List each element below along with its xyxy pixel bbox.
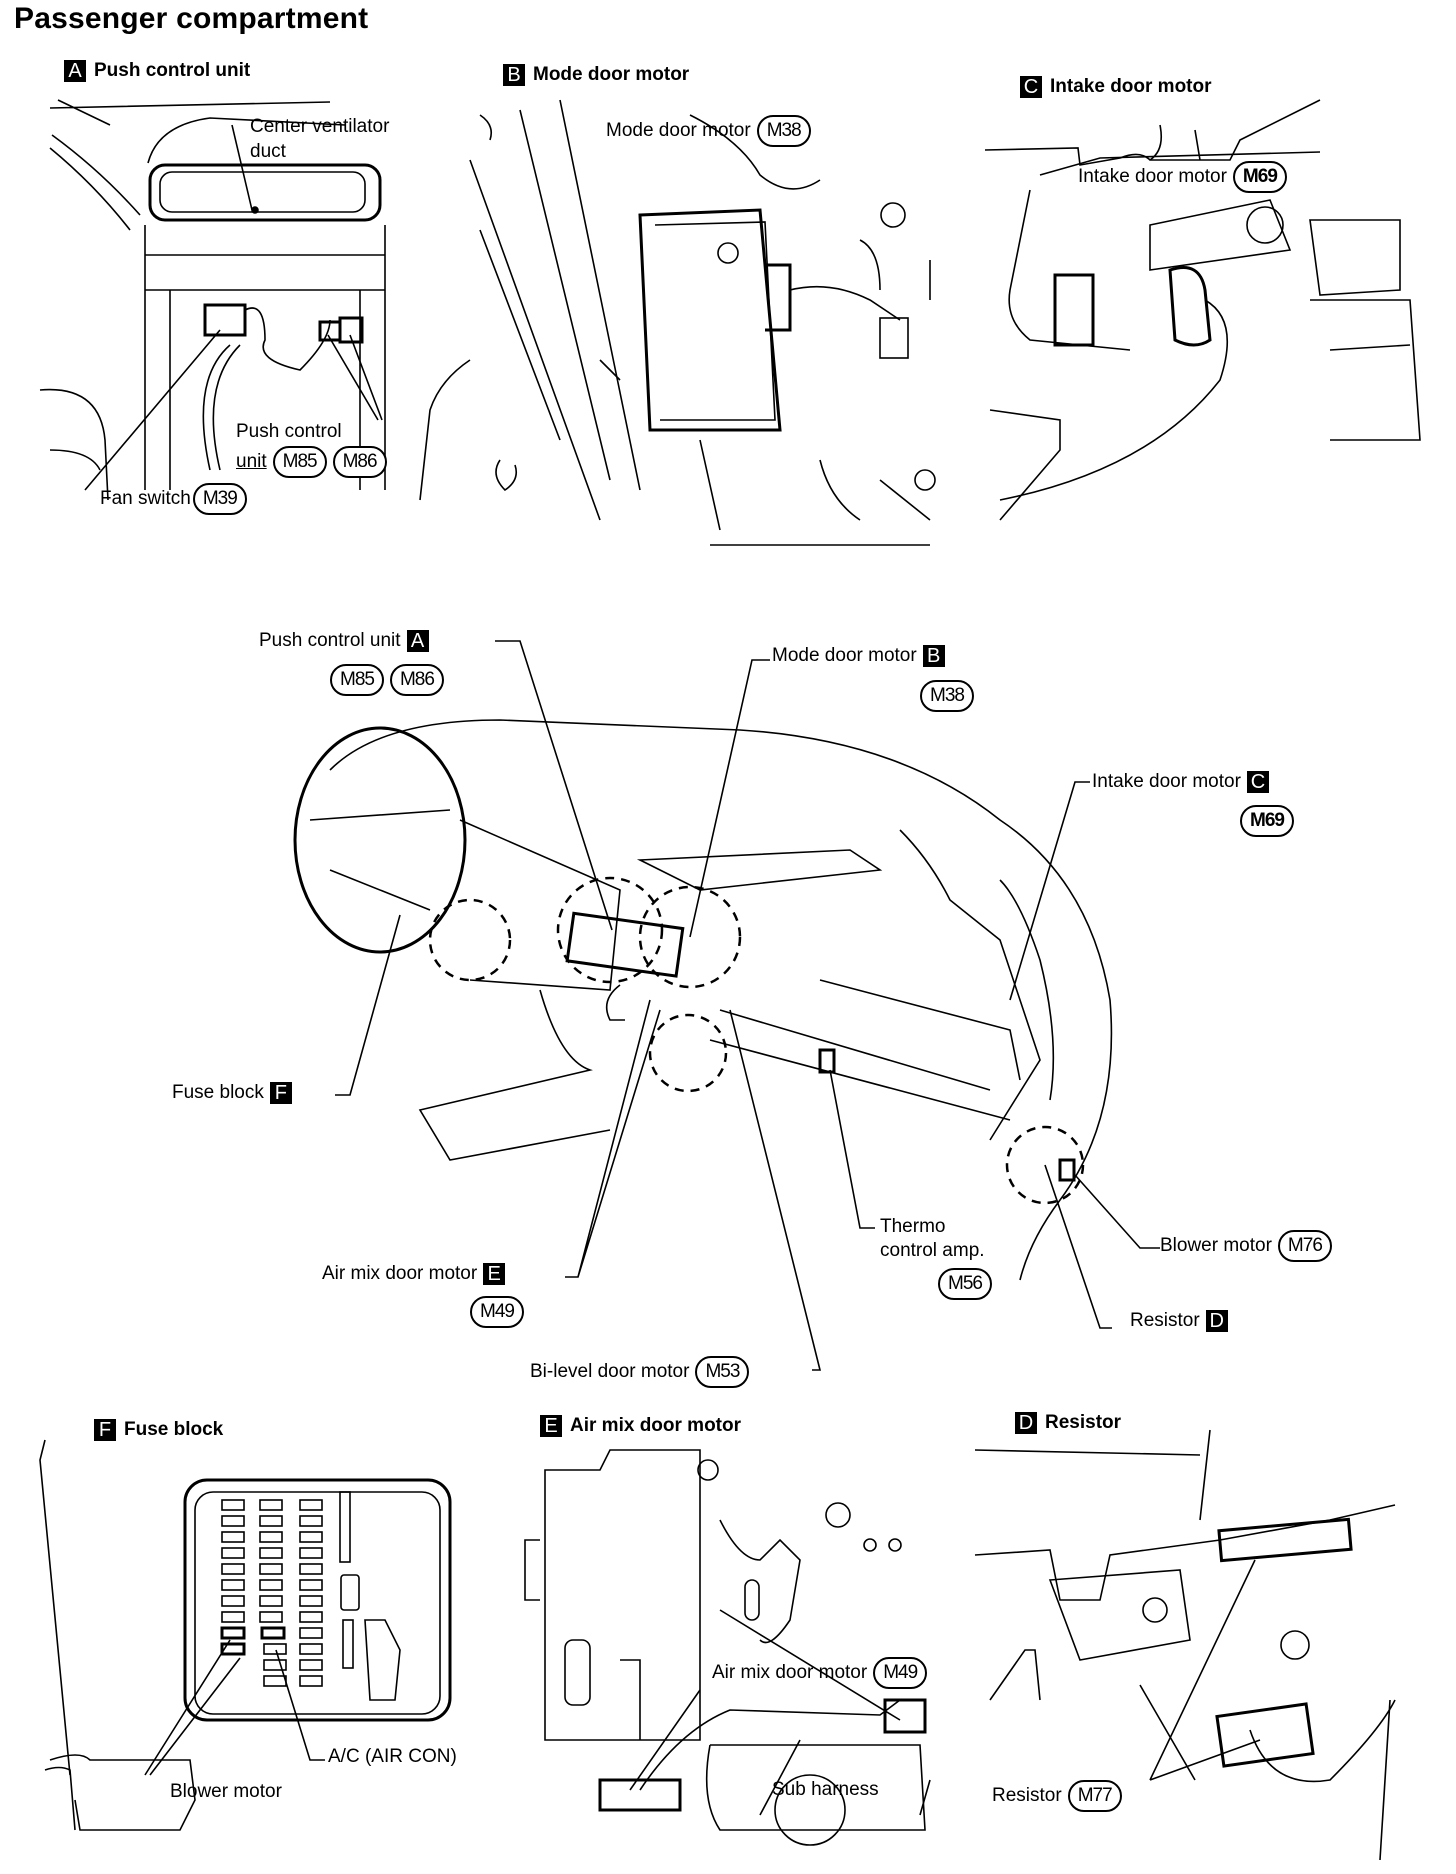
overview-fuse-block-label: Fuse block F xyxy=(172,1082,292,1104)
panel-f-badge: F xyxy=(94,1419,116,1441)
overview-air-mix-badge: E xyxy=(483,1263,506,1285)
air-mix-door-motor-label: Air mix door motor xyxy=(712,1662,868,1683)
panel-e-badge: E xyxy=(540,1415,562,1437)
overview-connector-m49: M49 xyxy=(470,1296,524,1328)
overview-push-control-badge: A xyxy=(406,630,429,652)
overview-resistor-label: Resistor D xyxy=(1130,1310,1228,1332)
connector-m38: M38 xyxy=(756,115,811,147)
center-ventilator-duct-label-line2: duct xyxy=(250,141,286,162)
overview-thermo-label-line1: Thermo xyxy=(880,1216,946,1237)
overview-intake-door-connector-wrap: M69 xyxy=(1240,805,1294,837)
panel-f-header: F Fuse block xyxy=(94,1419,223,1441)
push-control-unit-label-line1: Push control xyxy=(236,421,342,442)
connector-m49: M49 xyxy=(873,1657,928,1689)
connector-m69: M69 xyxy=(1232,161,1287,193)
panel-f-illustration xyxy=(39,1439,452,1831)
panel-d-illustration xyxy=(974,1429,1396,1861)
overview-mode-door-text: Mode door motor xyxy=(772,645,917,666)
overview-connector-m69: M69 xyxy=(1240,805,1294,837)
push-control-unit-connectors: unit M85 M86 xyxy=(236,446,387,478)
overview-air-mix-text: Air mix door motor xyxy=(322,1263,478,1284)
panel-b-header: B Mode door motor xyxy=(503,64,689,86)
overview-illustration xyxy=(293,640,1160,1371)
panel-c-header: C Intake door motor xyxy=(1020,76,1212,98)
connector-m85: M85 xyxy=(272,446,327,478)
overview-blower-text: Blower motor xyxy=(1160,1235,1272,1256)
panel-b-illustration xyxy=(469,99,936,546)
overview-resistor-badge: D xyxy=(1205,1310,1228,1332)
overview-connector-m85: M85 xyxy=(330,664,384,696)
panel-b-title: Mode door motor xyxy=(533,64,690,85)
overview-push-control-text: Push control unit xyxy=(259,630,401,651)
center-ventilator-duct-label-line1: Center ventilator xyxy=(250,116,390,137)
overview-connector-m76: M76 xyxy=(1277,1230,1332,1262)
overview-connector-m38: M38 xyxy=(920,680,974,712)
fan-switch-callout: Fan switch M39 xyxy=(100,483,247,515)
overview-intake-door-label: Intake door motor C xyxy=(1092,771,1269,793)
intake-door-motor-callout: Intake door motor M69 xyxy=(1078,161,1287,193)
overview-bi-level-label: Bi-level door motor M53 xyxy=(530,1356,750,1388)
overview-air-mix-connector-wrap: M49 xyxy=(470,1296,524,1328)
overview-resistor-text: Resistor xyxy=(1130,1310,1200,1331)
panel-a-title: Push control unit xyxy=(94,60,251,81)
overview-thermo-connector-wrap: M56 xyxy=(938,1268,992,1300)
overview-bi-level-text: Bi-level door motor xyxy=(530,1361,690,1382)
panel-a-header: A Push control unit xyxy=(64,60,250,82)
overview-mode-door-badge: B xyxy=(922,645,945,667)
blower-motor-fuse-label: Blower motor xyxy=(170,1781,282,1802)
connector-m86: M86 xyxy=(332,446,387,478)
panel-d-badge: D xyxy=(1015,1412,1037,1434)
mode-door-motor-callout: Mode door motor M38 xyxy=(606,115,811,147)
overview-air-mix-label: Air mix door motor E xyxy=(322,1263,506,1285)
overview-push-control-label: Push control unit A xyxy=(259,630,429,652)
panel-c-title: Intake door motor xyxy=(1050,76,1212,97)
overview-connector-m86: M86 xyxy=(389,664,444,696)
mode-door-motor-label: Mode door motor xyxy=(606,120,751,141)
overview-connector-m56: M56 xyxy=(938,1268,992,1300)
resistor-label: Resistor xyxy=(992,1785,1062,1806)
overview-thermo-label-line2: control amp. xyxy=(880,1240,985,1261)
sub-harness-label: Sub harness xyxy=(772,1779,879,1800)
overview-fuse-block-badge: F xyxy=(269,1082,292,1104)
page-title: Passenger compartment xyxy=(14,2,369,35)
air-mix-door-motor-callout: Air mix door motor M49 xyxy=(712,1657,928,1689)
intake-door-motor-label: Intake door motor xyxy=(1078,166,1227,187)
connector-m39: M39 xyxy=(192,483,247,515)
fuse-slots xyxy=(220,1499,323,1687)
overview-intake-door-badge: C xyxy=(1246,771,1269,793)
connector-m77: M77 xyxy=(1067,1780,1122,1812)
overview-intake-door-text: Intake door motor xyxy=(1092,771,1241,792)
overview-connector-m53: M53 xyxy=(695,1356,750,1388)
panel-a-badge: A xyxy=(64,60,86,82)
panel-e-header: E Air mix door motor xyxy=(540,1415,741,1437)
overview-fuse-block-text: Fuse block xyxy=(172,1082,264,1103)
ac-fuse-label: A/C (AIR CON) xyxy=(328,1746,457,1767)
panel-e-illustration xyxy=(524,1449,931,1846)
overview-push-control-connectors: M85 M86 xyxy=(330,664,444,696)
panel-c-illustration xyxy=(984,99,1421,521)
push-control-unit-label-line2: unit xyxy=(236,451,267,472)
resistor-callout: Resistor M77 xyxy=(992,1780,1122,1812)
panel-f-title: Fuse block xyxy=(124,1419,224,1440)
overview-blower-label: Blower motor M76 xyxy=(1160,1230,1332,1262)
panel-d-title: Resistor xyxy=(1045,1412,1122,1433)
overview-mode-door-connector-wrap: M38 xyxy=(920,680,974,712)
fan-switch-label: Fan switch xyxy=(100,488,191,509)
panel-e-title: Air mix door motor xyxy=(570,1415,742,1436)
panel-d-header: D Resistor xyxy=(1015,1412,1121,1434)
panel-c-badge: C xyxy=(1020,76,1042,98)
panel-b-badge: B xyxy=(503,64,525,86)
overview-mode-door-label: Mode door motor B xyxy=(772,645,945,667)
